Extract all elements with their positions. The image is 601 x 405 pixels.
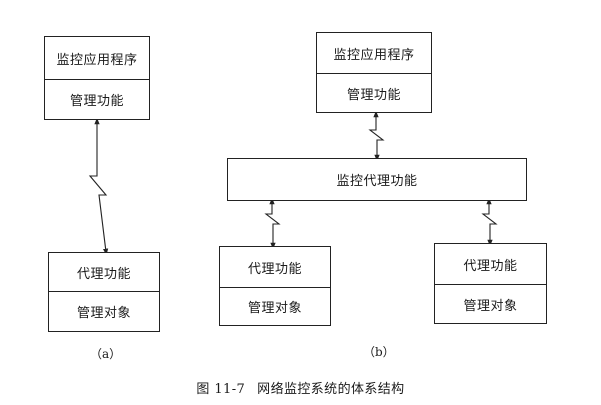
manager-box-b-app-label: 监控应用程序 — [333, 47, 415, 63]
link-b-manager-proxy — [368, 110, 385, 162]
caption-b: （b） — [363, 345, 395, 359]
agent-box-b-left-object-label: 管理对象 — [220, 287, 330, 325]
figure-title: 网络监控系统的体系结构 — [257, 382, 405, 397]
link-b-proxy-agent-right — [481, 197, 498, 247]
agent-box-a-function-label: 代理功能 — [76, 266, 131, 282]
figure-caption: 图 11-7 网络监控系统的体系结构 — [0, 378, 601, 397]
proxy-box-label: 监控代理功能 — [336, 174, 418, 189]
agent-box-b-right-object-label: 管理对象 — [435, 284, 546, 323]
link-b-proxy-agent-left — [264, 197, 281, 250]
manager-box-b-function-label: 管理功能 — [317, 73, 431, 112]
manager-box-b: 监控应用程序 管理功能 — [316, 32, 432, 113]
manager-box-a-app-label: 监控应用程序 — [56, 52, 138, 68]
caption-a: （a） — [90, 347, 122, 361]
manager-box-a: 监控应用程序 管理功能 — [44, 36, 150, 120]
proxy-box: 监控代理功能 — [227, 158, 527, 201]
agent-box-b-right-function-label: 代理功能 — [463, 258, 518, 274]
figure-number: 图 11-7 — [196, 382, 246, 397]
agent-box-b-left-function-label: 代理功能 — [247, 261, 302, 277]
agent-box-b-right: 代理功能 管理对象 — [434, 243, 547, 324]
link-a-manager-agent — [88, 117, 109, 256]
agent-box-a-object-label: 管理对象 — [49, 291, 159, 331]
manager-box-a-function-label: 管理功能 — [45, 79, 149, 119]
agent-box-a: 代理功能 管理对象 — [48, 252, 160, 332]
agent-box-b-left: 代理功能 管理对象 — [219, 246, 331, 326]
